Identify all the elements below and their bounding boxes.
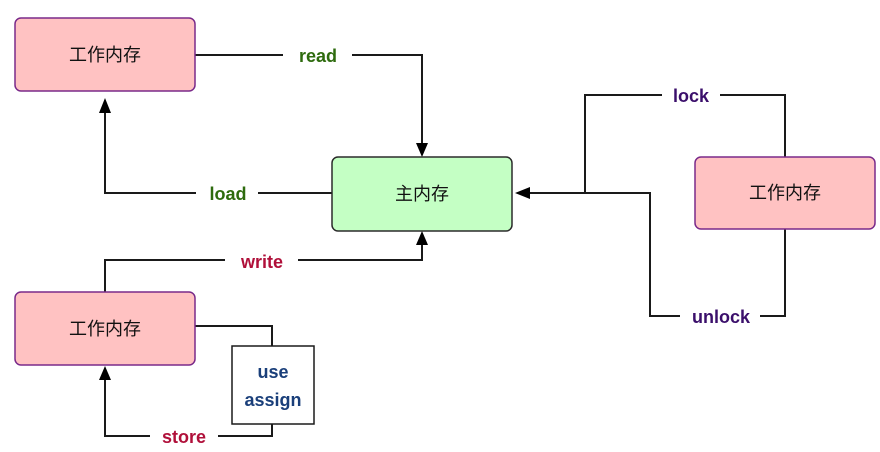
unlock-connector-2 [530,192,680,317]
lock-connector-2 [584,94,662,193]
arrowhead-write [416,231,428,245]
main-memory-border [331,156,513,232]
load-label: load [209,184,246,204]
use-assign-connector-top [195,325,273,346]
arrowhead-lock-unlock [515,187,530,199]
work-memory-bottom-left-label: 工作内存 [69,319,141,340]
use-label: use [257,362,288,382]
unlock-label: unlock [692,307,751,327]
work-memory-bottom-left-box [15,292,195,365]
work-memory-top-left-border [14,17,196,92]
lock-connector [720,94,786,157]
arrowhead-read [416,143,428,157]
write-connector [104,259,225,292]
arrowhead-load [99,98,111,113]
main-memory-label: 主内存 [395,184,449,205]
load-connector-2 [104,113,196,194]
read-connector-2 [352,54,423,143]
use-assign-box [231,345,315,425]
work-memory-top-left-label: 工作内存 [69,45,141,66]
assign-label: assign [244,390,301,410]
arrowhead-store [99,366,111,380]
work-memory-right-label: 工作内存 [749,183,821,204]
work-memory-bottom-left-border [14,291,196,366]
lock-label: lock [673,86,710,106]
write-label: write [240,252,283,272]
work-memory-right-border [694,156,876,230]
store-connector [104,380,150,437]
work-memory-right-box [695,157,875,229]
use-assign-connector-bottom [218,424,273,437]
read-label: read [299,46,337,66]
write-connector-2 [298,245,423,261]
main-memory-box [332,157,512,231]
store-label: store [162,427,206,447]
unlock-connector [760,229,786,317]
work-memory-top-left-box [15,18,195,91]
